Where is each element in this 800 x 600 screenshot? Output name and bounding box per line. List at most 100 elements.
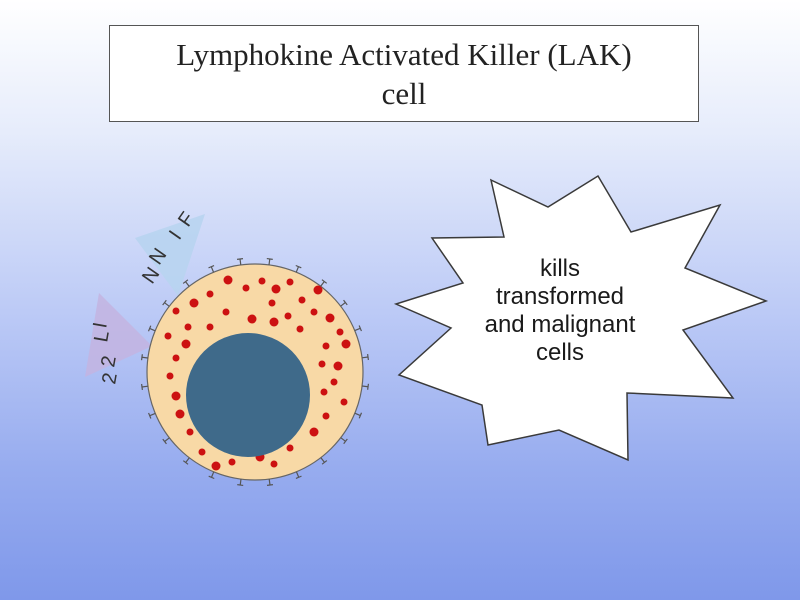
- granule: [325, 313, 335, 323]
- receptor-cap: [295, 264, 302, 269]
- granule: [270, 460, 278, 468]
- callout-text: kills transformed and malignant cells: [455, 255, 665, 367]
- receptor-stalk: [141, 356, 148, 359]
- receptor-stalk: [185, 457, 190, 463]
- granule: [318, 360, 326, 368]
- receptor-cap: [367, 383, 370, 390]
- receptor-cap: [162, 438, 167, 445]
- granule: [268, 299, 276, 307]
- granule: [340, 398, 348, 406]
- granule: [333, 361, 343, 371]
- callout-line-3: and malignant: [484, 311, 636, 338]
- callout-line-2: transformed: [495, 283, 625, 310]
- granule: [271, 284, 281, 294]
- receptor-cap: [358, 412, 363, 419]
- granule: [298, 296, 306, 304]
- granule: [172, 354, 180, 362]
- receptor-cap: [140, 383, 143, 391]
- granule: [336, 328, 344, 336]
- il2-letter-4: 2: [98, 371, 122, 386]
- granule: [222, 308, 230, 316]
- receptor-cap: [208, 265, 215, 269]
- granule: [330, 378, 338, 386]
- receptor-stalk: [164, 437, 170, 442]
- granule: [175, 409, 185, 419]
- granule: [269, 317, 279, 327]
- granule: [286, 278, 294, 286]
- receptor-cap: [266, 484, 274, 487]
- callout-starburst: [393, 174, 769, 462]
- receptor-stalk: [239, 258, 242, 266]
- granule: [186, 428, 194, 436]
- granule: [320, 388, 328, 396]
- granule: [258, 277, 266, 285]
- granule: [242, 284, 250, 292]
- receptor-stalk: [210, 266, 215, 273]
- cell-nucleus: [186, 333, 310, 457]
- receptor-cap: [148, 412, 152, 419]
- page-title: Lymphokine Activated Killer (LAK) cell: [176, 35, 631, 113]
- receptor-cap: [162, 299, 167, 306]
- receptor-cap: [266, 257, 273, 260]
- receptor-stalk: [141, 385, 149, 388]
- title-box: Lymphokine Activated Killer (LAK) cell: [109, 25, 699, 122]
- il2-letter-3: 2: [97, 354, 121, 369]
- title-line-1: Lymphokine Activated Killer (LAK): [176, 36, 632, 72]
- callout-line-1: kills: [540, 255, 580, 282]
- receptor-cap: [343, 438, 348, 445]
- il2-cytokine-triangle: [85, 293, 152, 377]
- receptor-cap: [321, 279, 328, 284]
- granule: [322, 412, 330, 420]
- receptor-cap: [367, 353, 370, 361]
- granule: [309, 427, 319, 437]
- cell-granules: [164, 275, 351, 471]
- receptor-stalk: [295, 471, 300, 478]
- receptor-stalk: [340, 302, 346, 307]
- receptor-stalk: [268, 478, 271, 486]
- granule: [341, 339, 351, 349]
- il2-letter-2: L: [90, 329, 114, 344]
- receptor-stalk: [295, 266, 300, 273]
- receptor-stalk: [239, 479, 242, 486]
- receptor-cap: [182, 279, 189, 284]
- granule: [223, 275, 233, 285]
- title-line-2: cell: [381, 75, 427, 111]
- granule: [171, 391, 181, 401]
- receptor-cap: [237, 484, 244, 487]
- receptor-cap: [147, 325, 152, 332]
- il2-letter-1: I: [89, 321, 112, 330]
- receptor-stalk: [354, 412, 361, 417]
- granule: [310, 308, 318, 316]
- receptor-cap: [140, 354, 143, 361]
- receptor-stalk: [362, 385, 369, 388]
- granule: [228, 458, 236, 466]
- cell-receptors: [140, 257, 370, 487]
- granule: [322, 342, 330, 350]
- receptor-stalk: [354, 327, 361, 332]
- receptor-cap: [321, 460, 328, 465]
- receptor-cap: [343, 299, 348, 306]
- granule: [206, 290, 214, 298]
- granule: [184, 323, 192, 331]
- granule: [198, 448, 206, 456]
- receptor-stalk: [320, 281, 325, 287]
- granule: [164, 332, 172, 340]
- ifn-cytokine-triangle: [135, 214, 205, 296]
- granule: [211, 461, 221, 471]
- callout-line-4: cells: [535, 339, 584, 366]
- granule: [247, 314, 257, 324]
- receptor-cap: [295, 475, 302, 479]
- granule: [284, 312, 292, 320]
- lak-cell: [140, 257, 370, 487]
- granule: [313, 285, 323, 295]
- receptor-stalk: [320, 457, 325, 463]
- receptor-cap: [358, 325, 362, 332]
- granule: [172, 307, 180, 315]
- granule: [206, 323, 214, 331]
- granule: [181, 339, 191, 349]
- receptor-stalk: [149, 327, 156, 332]
- receptor-stalk: [361, 356, 369, 359]
- receptor-cap: [182, 460, 189, 465]
- granule: [189, 298, 199, 308]
